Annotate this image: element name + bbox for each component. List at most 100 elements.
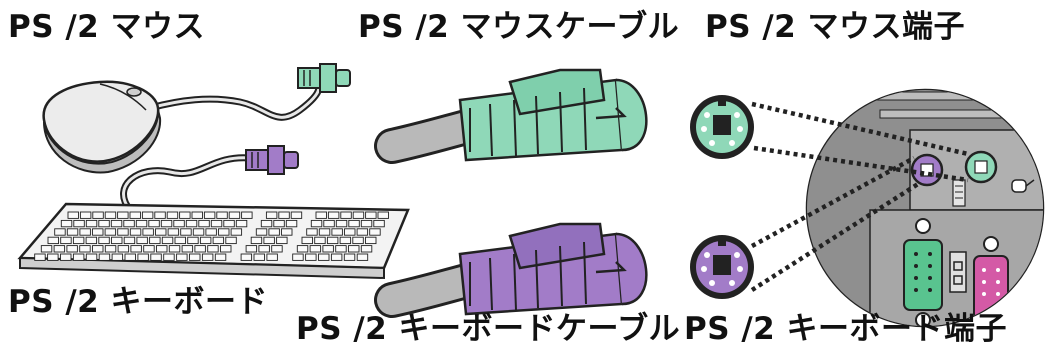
keyboard-key xyxy=(111,253,124,261)
keyboard-key xyxy=(129,228,142,236)
keyboard-key xyxy=(212,236,225,245)
keyboard-key xyxy=(129,211,141,219)
keyboard-key xyxy=(180,228,192,236)
keyboard-key xyxy=(174,236,186,245)
mouse-illustration xyxy=(42,74,323,174)
keyboard-key xyxy=(326,236,339,245)
keyboard-key xyxy=(104,211,117,219)
keyboard-key xyxy=(104,228,117,236)
keyboard-key xyxy=(34,253,46,261)
mouse-cable-illustration xyxy=(374,68,648,164)
keyboard-key xyxy=(258,245,270,253)
computer-back-panel xyxy=(805,88,1045,328)
keyboard-key xyxy=(60,219,73,228)
keyboard-key xyxy=(245,245,258,253)
keyboard-key xyxy=(54,228,66,236)
mouse-plug-small xyxy=(297,63,351,93)
keyboard-key xyxy=(143,245,155,253)
keyboard-key xyxy=(218,228,230,236)
keyboard-key xyxy=(179,211,191,219)
label-keyboard-cable: PS /2 キーボードケーブル xyxy=(296,311,681,347)
keyboard-key xyxy=(314,236,326,245)
keyboard-key xyxy=(199,236,212,245)
keyboard-cable-small xyxy=(120,154,251,213)
keyboard-key xyxy=(173,219,185,228)
keyboard-key xyxy=(168,245,181,253)
keyboard-key xyxy=(117,228,129,236)
keyboard-key xyxy=(194,245,206,253)
keyboard-key xyxy=(268,228,280,236)
keyboard-key xyxy=(273,219,285,228)
keyboard-key xyxy=(135,219,148,228)
keyboard-key xyxy=(160,219,173,228)
keyboard-key xyxy=(66,228,79,236)
keyboard-key xyxy=(73,219,85,228)
keyboard-key xyxy=(40,245,53,253)
keyboard-key xyxy=(141,211,154,219)
keyboard-key xyxy=(72,236,85,245)
keyboard-key xyxy=(309,245,322,253)
keyboard-key xyxy=(335,219,348,228)
keyboard-key xyxy=(265,211,278,219)
keyboard-key xyxy=(176,253,188,261)
keyboard-key xyxy=(318,228,331,236)
keyboard-key xyxy=(344,228,356,236)
keyboard-key xyxy=(339,236,352,245)
keyboard-key xyxy=(377,211,389,219)
keyboard-key xyxy=(150,253,162,261)
keyboard-cable-illustration xyxy=(374,222,648,318)
keyboard-key xyxy=(47,236,59,245)
keyboard-key xyxy=(335,245,347,253)
keyboard-key xyxy=(263,236,275,245)
keyboard-key xyxy=(225,236,237,245)
keyboard-key xyxy=(92,228,104,236)
keyboard-key xyxy=(223,219,235,228)
mouse-port-face xyxy=(690,95,754,159)
keyboard-key xyxy=(292,253,304,261)
label-mouse: PS /2 マウス xyxy=(8,9,206,45)
keyboard-key xyxy=(187,236,199,245)
keyboard-key xyxy=(66,245,78,253)
keyboard-key xyxy=(327,211,340,219)
keyboard-key xyxy=(98,219,110,228)
keyboard-key xyxy=(60,253,72,261)
keyboard-key xyxy=(207,245,219,253)
keyboard-key xyxy=(154,211,166,219)
keyboard-key xyxy=(47,253,59,261)
keyboard-illustration xyxy=(17,202,410,280)
keyboard-key xyxy=(85,253,98,261)
keyboard-key xyxy=(98,236,110,245)
label-keyboard-port: PS /2 キーボード端子 xyxy=(684,311,1008,347)
keyboard-key xyxy=(271,245,283,253)
keyboard-key xyxy=(167,228,180,236)
keyboard-key xyxy=(360,245,373,253)
keyboard-key xyxy=(301,236,313,245)
leader-lines xyxy=(750,101,969,292)
keyboard-key xyxy=(330,253,343,261)
keyboard-key xyxy=(142,228,154,236)
keyboard-key xyxy=(360,219,373,228)
keyboard-key xyxy=(104,245,117,253)
keyboard-key xyxy=(198,219,210,228)
keyboard-key xyxy=(85,219,98,228)
keyboard-key xyxy=(156,245,168,253)
keyboard-key xyxy=(185,219,198,228)
keyboard-key xyxy=(79,245,91,253)
keyboard-key xyxy=(111,236,123,245)
keyboard-key xyxy=(315,211,327,219)
keyboard-key xyxy=(79,211,92,219)
keyboard-key xyxy=(356,253,369,261)
keyboard-key xyxy=(255,228,268,236)
keyboard-key xyxy=(285,219,298,228)
keyboard-key xyxy=(318,253,330,261)
keyboard-key xyxy=(98,253,111,261)
keyboard-key xyxy=(161,236,174,245)
label-mouse-cable: PS /2 マウスケーブル xyxy=(358,9,680,45)
keyboard-key xyxy=(348,219,360,228)
keyboard-plug-small xyxy=(245,145,299,175)
keyboard-key xyxy=(266,253,278,261)
keyboard-key xyxy=(137,253,149,261)
keyboard-port-face xyxy=(690,235,754,299)
keyboard-key xyxy=(369,228,381,236)
keyboard-key xyxy=(123,219,135,228)
